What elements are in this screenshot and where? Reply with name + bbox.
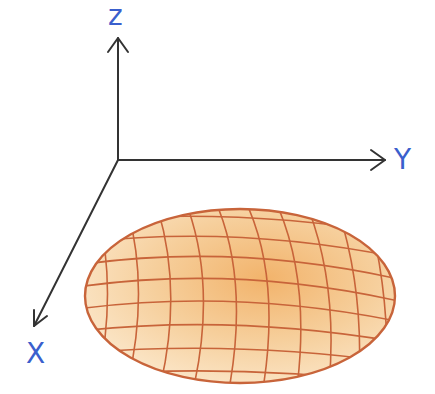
axis-label: Y xyxy=(394,146,411,174)
y-arrowhead xyxy=(371,150,385,170)
y-axis xyxy=(118,159,385,161)
surface-outline xyxy=(85,209,395,383)
x-axis xyxy=(34,160,118,326)
surface-grid xyxy=(70,200,420,394)
surface-fill xyxy=(85,209,395,383)
axis-label: X xyxy=(26,340,45,368)
axis-label: z xyxy=(108,2,123,30)
z-axis xyxy=(117,38,119,160)
axes xyxy=(34,38,385,326)
x-arrowhead xyxy=(34,310,47,326)
z-arrowhead xyxy=(108,38,128,52)
